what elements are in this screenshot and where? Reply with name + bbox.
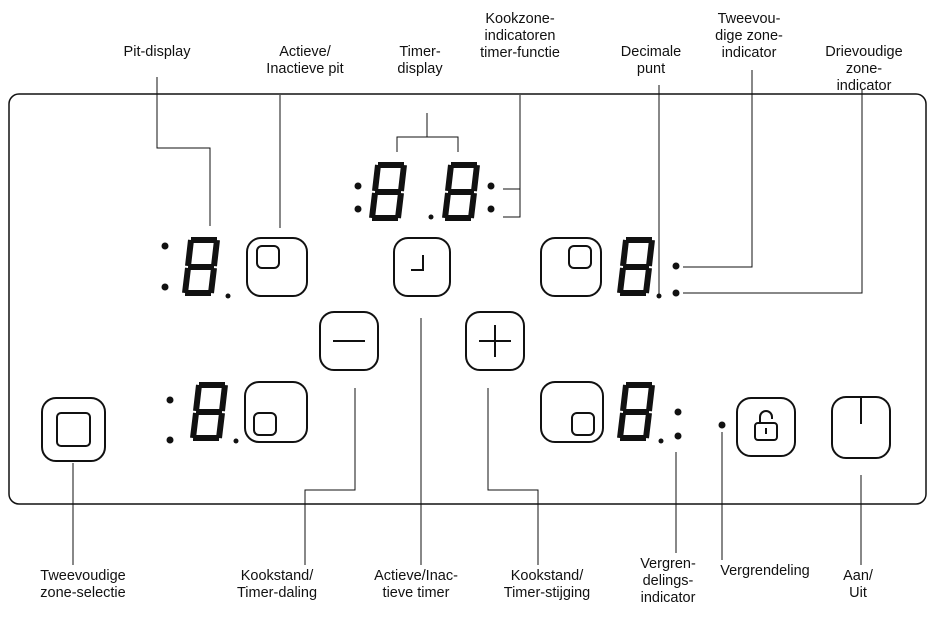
zone-top-right-display [620, 240, 680, 299]
label-cook-level-timer-down: Kookstand/ Timer-daling [236, 568, 318, 601]
label-decimal-point: Decimale punt [620, 44, 682, 77]
label-active-inactive-timer: Actieve/Inac- tieve timer [374, 568, 458, 601]
label-active-inactive-zone: Actieve/ Inactieve pit [266, 44, 344, 77]
label-dual-zone-select: Tweevoudige zone-selectie [40, 568, 126, 601]
label-lock: Vergrendeling [720, 563, 810, 579]
label-double-zone-indicator: Tweevou- dige zone- indicator [715, 11, 783, 61]
label-lock-indicator: Vergren- delings- indicator [640, 556, 696, 606]
leader-lines [72, 70, 863, 565]
plus-icon [479, 325, 511, 357]
zone-bottom-right-display [620, 385, 682, 444]
label-timer-display: Timer- display [397, 44, 443, 77]
zone-top-right-indicator [540, 237, 602, 297]
label-cook-level-timer-up: Kookstand/ Timer-stijging [503, 568, 591, 601]
square-in-square-icon [56, 412, 91, 447]
zone-bottom-right-indicator [540, 381, 604, 443]
lock-indicator-dot [718, 421, 726, 429]
zone-bottom-left-display [166, 385, 239, 444]
label-triple-zone-indicator: Drievoudige zone-indicator [825, 44, 903, 94]
zone-top-left-indicator [246, 237, 308, 297]
label-zone-timer-indicators: Kookzone- indicatoren timer-functie [480, 11, 560, 61]
power-button[interactable] [831, 396, 891, 459]
label-pit-display: Pit-display [123, 44, 191, 60]
zone-bottom-left-indicator [244, 381, 308, 443]
timer-button[interactable] [393, 237, 451, 297]
timer-display [354, 165, 495, 220]
label-on-off: Aan/ Uit [843, 568, 873, 601]
clock-icon [411, 255, 424, 271]
lock-button[interactable] [736, 397, 796, 457]
padlock-icon [754, 410, 778, 441]
cooktop-panel-frame [8, 93, 927, 505]
plus-button[interactable] [465, 311, 525, 371]
dual-zone-select-button[interactable] [41, 397, 106, 462]
zone-top-left-display [161, 240, 231, 299]
minus-button[interactable] [319, 311, 379, 371]
